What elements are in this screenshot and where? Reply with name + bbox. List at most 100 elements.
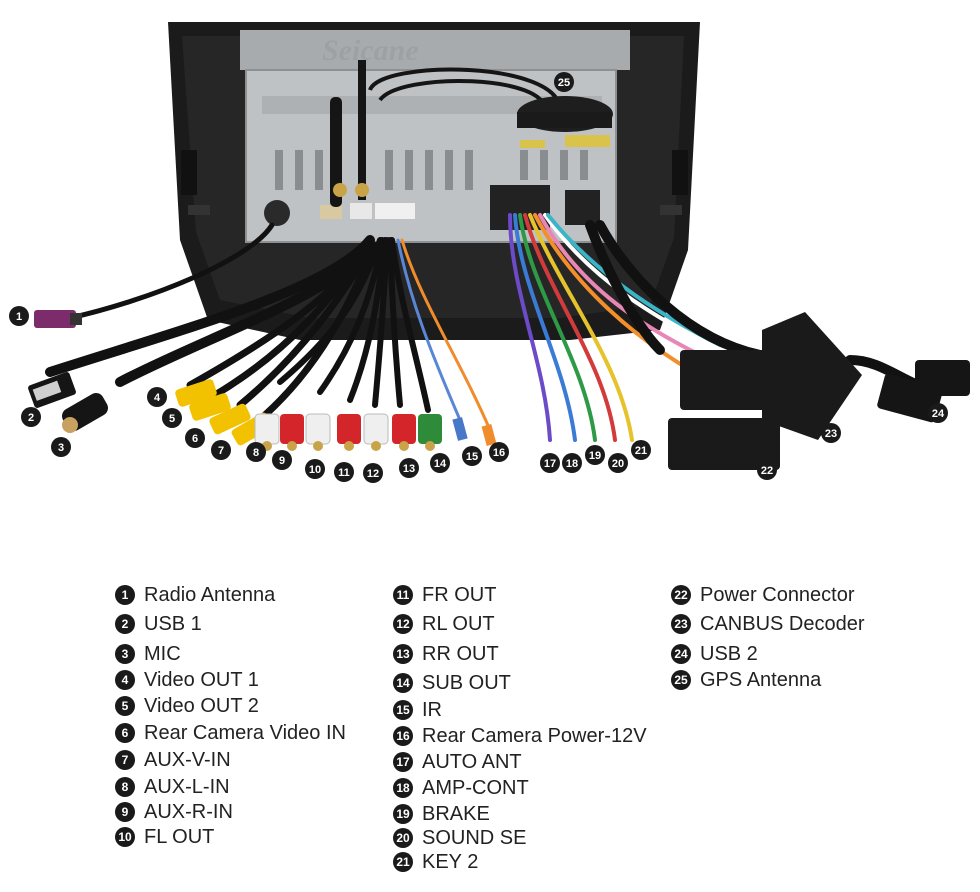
callout-23: 23 — [821, 423, 841, 443]
svg-text:20: 20 — [612, 458, 624, 470]
legend-badge: 20 — [393, 828, 413, 848]
svg-text:13: 13 — [403, 463, 415, 475]
legend-badge: 2 — [115, 614, 135, 634]
svg-text:7: 7 — [218, 445, 224, 457]
legend-label: USB 1 — [144, 613, 202, 635]
callout-8: 8 — [246, 442, 266, 462]
legend-badge: 10 — [115, 827, 135, 847]
legend-label: RL OUT — [422, 613, 495, 635]
legend-item-22: 22 Power Connector — [671, 583, 855, 607]
wiring-diagram-photo: Seicane — [9, 22, 970, 483]
svg-text:24: 24 — [932, 408, 945, 420]
legend-badge: 22 — [671, 585, 691, 605]
callout-19: 19 — [585, 445, 605, 465]
legend-label: GPS Antenna — [700, 669, 822, 691]
callout-9: 9 — [272, 450, 292, 470]
svg-text:9: 9 — [279, 455, 285, 467]
legend-label: Power Connector — [700, 584, 855, 606]
callout-18: 18 — [562, 453, 582, 473]
svg-text:2: 2 — [28, 412, 34, 424]
legend-label: IR — [422, 699, 442, 721]
callout-6: 6 — [185, 428, 205, 448]
legend-badge: 4 — [115, 670, 135, 690]
legend-label: AUX-R-IN — [144, 801, 233, 823]
legend-label: FR OUT — [422, 584, 497, 606]
svg-text:18: 18 — [566, 458, 578, 470]
callout-5: 5 — [162, 408, 182, 428]
legend-label: AUTO ANT — [422, 751, 522, 773]
legend-item-13: 13 RR OUT — [393, 642, 499, 666]
legend-item-14: 14 SUB OUT — [393, 671, 511, 695]
svg-text:19: 19 — [589, 450, 601, 462]
legend-badge: 24 — [671, 644, 691, 664]
legend-badge: 16 — [393, 726, 413, 746]
callout-22: 22 — [757, 460, 777, 480]
svg-text:10: 10 — [309, 464, 321, 476]
chassis — [240, 30, 630, 243]
legend-label: MIC — [144, 643, 181, 665]
legend-label: AMP-CONT — [422, 777, 529, 799]
legend-item-3: 3 MIC — [115, 642, 181, 666]
callout-16: 16 — [489, 442, 509, 462]
legend-badge: 3 — [115, 644, 135, 664]
svg-text:25: 25 — [558, 77, 570, 89]
legend-label: SOUND SE — [422, 827, 527, 849]
callout-3: 3 — [51, 437, 71, 457]
photo-callouts: 1 2 3 4 5 6 7 8 9 10 11 12 13 14 15 16 1… — [9, 72, 948, 483]
callout-24: 24 — [928, 403, 948, 423]
legend-badge: 13 — [393, 644, 413, 664]
brand-watermark: Seicane — [322, 34, 419, 67]
callout-17: 17 — [540, 453, 560, 473]
legend-item-1: 1 Radio Antenna — [115, 583, 275, 607]
svg-text:15: 15 — [466, 451, 478, 463]
antenna-assembly — [330, 60, 613, 207]
legend-badge: 8 — [115, 777, 135, 797]
legend-item-21: 21 KEY 2 — [393, 850, 478, 874]
legend-label: RR OUT — [422, 643, 499, 665]
legend-badge: 21 — [393, 852, 413, 872]
legend-item-24: 24 USB 2 — [671, 642, 758, 666]
legend-label: Radio Antenna — [144, 584, 276, 606]
callout-2: 2 — [21, 407, 41, 427]
svg-text:11: 11 — [338, 467, 350, 479]
radio-antenna-plug — [34, 310, 82, 328]
legend-item-17: 17 AUTO ANT — [393, 750, 522, 774]
legend-label: USB 2 — [700, 643, 758, 665]
legend-badge: 1 — [115, 585, 135, 605]
legend-label: KEY 2 — [422, 851, 479, 873]
legend-label: CANBUS Decoder — [700, 613, 865, 635]
svg-text:6: 6 — [192, 433, 198, 445]
svg-text:23: 23 — [825, 428, 837, 440]
legend-badge: 17 — [393, 752, 413, 772]
mic-plug — [62, 393, 108, 433]
legend-badge: 5 — [115, 696, 135, 716]
ir-and-cam-wires — [452, 417, 497, 446]
legend-badge: 14 — [393, 673, 413, 693]
svg-text:5: 5 — [169, 413, 175, 425]
svg-text:17: 17 — [544, 458, 556, 470]
callout-13: 13 — [399, 458, 419, 478]
legend-badge: 6 — [115, 723, 135, 743]
canbus-decoder — [762, 312, 862, 440]
legend-label: Rear Camera Power-12V — [422, 725, 647, 747]
callout-4: 4 — [147, 387, 167, 407]
legend-label: SUB OUT — [422, 672, 511, 694]
callout-21: 21 — [631, 440, 651, 460]
svg-text:1: 1 — [16, 311, 22, 323]
svg-text:21: 21 — [635, 445, 647, 457]
callout-20: 20 — [608, 453, 628, 473]
usb2-plug — [877, 360, 970, 423]
callout-12: 12 — [363, 463, 383, 483]
svg-text:4: 4 — [154, 392, 161, 404]
svg-text:12: 12 — [367, 468, 379, 480]
callout-1: 1 — [9, 306, 29, 326]
legend-item-16: 16 Rear Camera Power-12V — [393, 724, 647, 748]
